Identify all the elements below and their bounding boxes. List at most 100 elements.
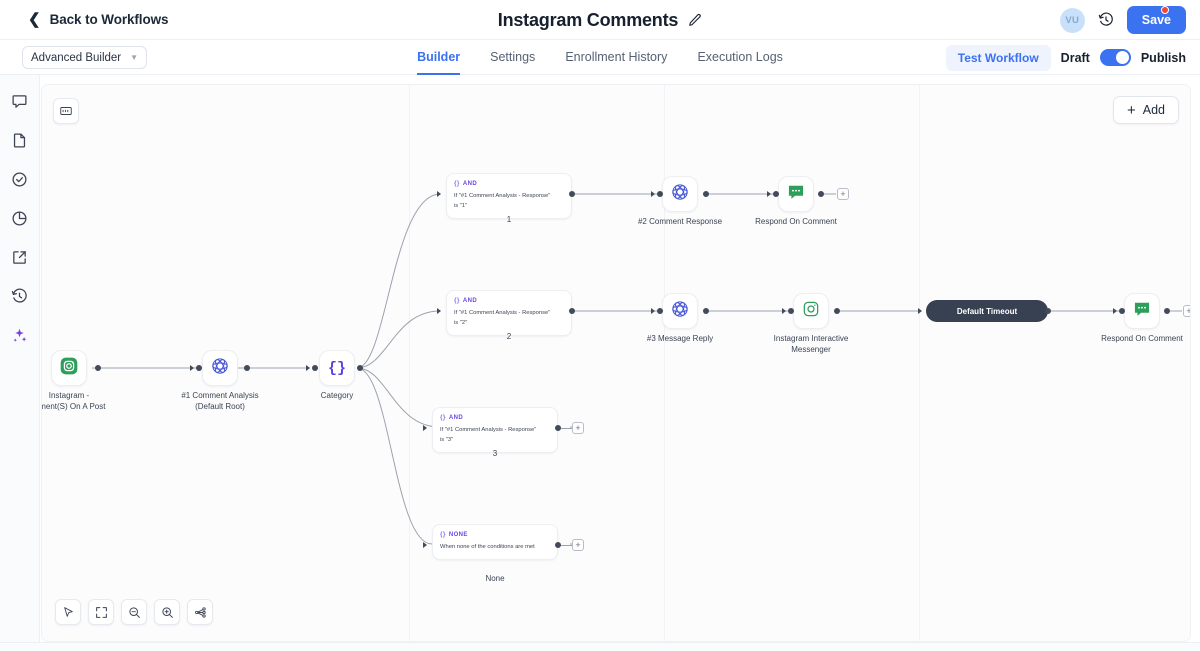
branch-caption: None — [485, 574, 505, 583]
node-box[interactable] — [51, 350, 87, 386]
sidebar-item-share[interactable] — [7, 244, 33, 270]
node-respond-on-comment-1[interactable]: Respond On Comment + — [755, 176, 849, 226]
default-timeout-pill[interactable]: Default Timeout — [926, 300, 1048, 322]
zoom-in-tool-button[interactable] — [154, 599, 180, 625]
branch-condition-3[interactable]: {} AND If "#1 Comment Analysis - Respons… — [423, 407, 584, 458]
test-workflow-button[interactable]: Test Workflow — [945, 44, 1051, 71]
output-port[interactable] — [357, 365, 363, 371]
input-arrow — [918, 308, 922, 314]
output-port[interactable] — [569, 191, 575, 197]
branch-condition-2[interactable]: {} AND If "#1 Comment Analysis - Respons… — [437, 290, 575, 341]
tab-execution-logs[interactable]: Execution Logs — [697, 49, 783, 64]
tab-enrollment-history[interactable]: Enrollment History — [565, 49, 668, 64]
minimap-icon[interactable] — [53, 98, 79, 124]
sidebar-item-ai-assistant[interactable] — [7, 322, 33, 348]
unsaved-changes-dot — [1161, 6, 1169, 14]
edge-segment — [561, 545, 573, 546]
sidebar-item-tasks[interactable] — [7, 166, 33, 192]
tab-bar-actions: Test Workflow Draft Publish — [945, 40, 1186, 75]
sidebar-item-history[interactable] — [7, 283, 33, 309]
builder-mode-value: Advanced Builder — [31, 51, 122, 64]
output-port[interactable] — [569, 308, 575, 314]
node-instagram-messenger[interactable]: Instagram Interactive Messenger — [774, 293, 848, 354]
output-port[interactable] — [834, 308, 840, 314]
output-port[interactable] — [703, 191, 709, 197]
output-port[interactable] — [244, 365, 250, 371]
node-message-reply[interactable]: #3 Message Reply — [647, 293, 713, 343]
pencil-icon[interactable] — [688, 13, 702, 27]
node-default-timeout[interactable]: Default Timeout — [918, 300, 1051, 322]
output-port[interactable] — [95, 365, 101, 371]
fit-view-tool-button[interactable] — [88, 599, 114, 625]
workflow-canvas[interactable]: + Add — [41, 84, 1191, 642]
sidebar-item-comments[interactable] — [7, 88, 33, 114]
node-comment-response[interactable]: #2 Comment Response — [638, 176, 722, 226]
condition-operator: {} AND — [454, 297, 564, 304]
output-port[interactable] — [818, 191, 824, 197]
branch-condition-1[interactable]: {} AND If "#1 Comment Analysis - Respons… — [437, 173, 575, 224]
node-comment-analysis[interactable]: #1 Comment Analysis (Default Root) — [181, 350, 259, 411]
sidebar-item-documents[interactable] — [7, 127, 33, 153]
sidebar-item-analytics[interactable] — [7, 205, 33, 231]
condition-operator: {} AND — [440, 414, 550, 421]
bottom-strip — [0, 642, 1200, 651]
save-button[interactable]: Save — [1126, 6, 1186, 34]
node-box[interactable] — [202, 350, 238, 386]
tab-builder[interactable]: Builder — [417, 40, 461, 75]
input-port[interactable] — [773, 191, 779, 197]
node-box[interactable]: {} — [319, 350, 355, 386]
braces-icon: {} — [454, 180, 460, 187]
add-step-button[interactable]: + — [572, 539, 584, 551]
respond-comment-icon — [786, 182, 806, 207]
auto-layout-tool-button[interactable] — [187, 599, 213, 625]
condition-operator: {} NONE — [440, 531, 550, 538]
input-port[interactable] — [312, 365, 318, 371]
select-tool-button[interactable] — [55, 599, 81, 625]
input-port[interactable] — [196, 365, 202, 371]
back-to-workflows-label: Back to Workflows — [49, 12, 169, 27]
clock-history-icon[interactable] — [1098, 12, 1114, 28]
input-port[interactable] — [788, 308, 794, 314]
input-port[interactable] — [657, 191, 663, 197]
publish-toggle[interactable] — [1099, 49, 1131, 66]
node-respond-on-comment-2[interactable]: Respond On Comment + — [1101, 293, 1190, 343]
top-bar-actions: VU Save — [1059, 0, 1186, 40]
condition-box[interactable]: {} NONE When none of the conditions are … — [432, 524, 558, 561]
output-port[interactable] — [555, 542, 561, 548]
condition-line-1: If "#1 Comment Analysis - Response" — [454, 193, 551, 199]
branch-condition-none[interactable]: {} NONE When none of the conditions are … — [423, 524, 584, 583]
zoom-out-tool-button[interactable] — [121, 599, 147, 625]
node-box[interactable] — [662, 293, 698, 329]
condition-box[interactable]: {} AND If "#1 Comment Analysis - Respons… — [432, 407, 558, 454]
output-port[interactable] — [1164, 308, 1170, 314]
condition-operator-label: AND — [462, 180, 478, 187]
respond-comment-icon — [1132, 299, 1152, 324]
add-step-button[interactable]: + — [1183, 305, 1190, 317]
node-label-line2: Messenger — [791, 345, 831, 355]
add-step-button[interactable]: + — [837, 188, 849, 200]
tab-settings[interactable]: Settings — [490, 49, 536, 64]
condition-box[interactable]: {} AND If "#1 Comment Analysis - Respons… — [446, 290, 572, 337]
canvas-guide-line — [664, 85, 665, 641]
input-port[interactable] — [1119, 308, 1125, 314]
node-box[interactable] — [778, 176, 814, 212]
node-box[interactable] — [1124, 293, 1160, 329]
node-box[interactable] — [662, 176, 698, 212]
condition-box[interactable]: {} AND If "#1 Comment Analysis - Respons… — [446, 173, 572, 220]
node-instagram-trigger[interactable]: Instagram - mment(S) On A Post — [42, 350, 105, 411]
builder-mode-select[interactable]: Advanced Builder ▼ — [22, 46, 147, 69]
output-port[interactable] — [555, 425, 561, 431]
output-port[interactable] — [1045, 308, 1051, 314]
input-arrow — [190, 365, 194, 371]
node-category-branch[interactable]: {} Category — [306, 350, 363, 400]
add-step-button[interactable]: + — [572, 422, 584, 434]
input-arrow — [651, 191, 655, 197]
node-box[interactable] — [793, 293, 829, 329]
avatar[interactable]: VU — [1059, 7, 1085, 33]
braces-icon: {} — [440, 531, 446, 538]
add-button[interactable]: + Add — [1112, 96, 1179, 124]
output-port[interactable] — [703, 308, 709, 314]
input-port[interactable] — [657, 308, 663, 314]
back-to-workflows-button[interactable]: ❮ Back to Workflows — [28, 12, 169, 27]
branch-caption: 3 — [492, 449, 498, 458]
